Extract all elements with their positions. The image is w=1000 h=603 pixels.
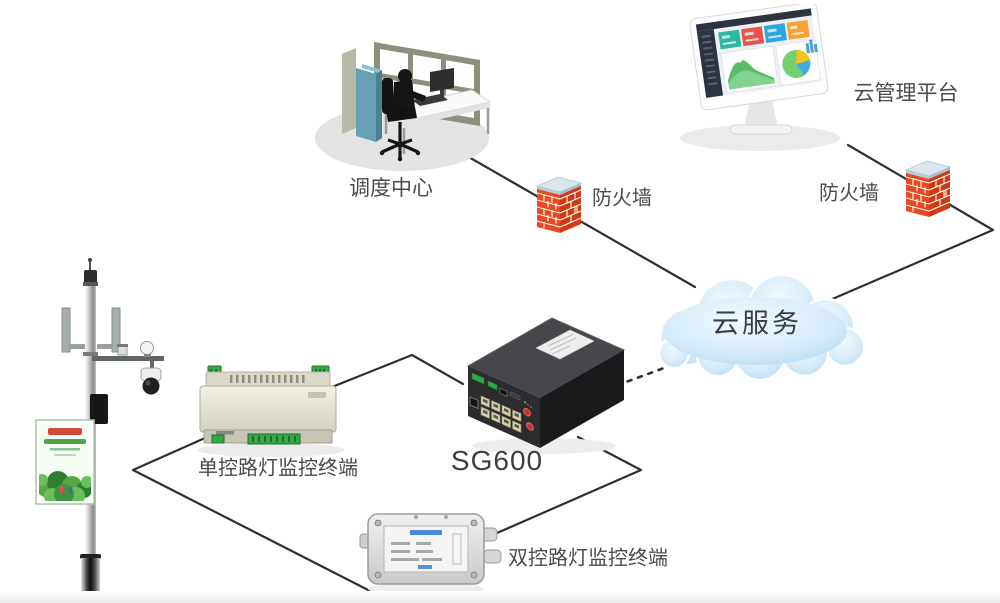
dispatch-center-label: 调度中心	[349, 177, 433, 200]
cloud-platform-label: 云管理平台	[853, 82, 959, 105]
connector-gateway-single-terminal	[315, 353, 465, 395]
smart-pole-illustration	[24, 256, 174, 603]
gateway-device-illustration	[452, 300, 632, 455]
dispatch-center-illustration	[312, 16, 492, 178]
firewall-left-label: 防火墙	[592, 187, 652, 210]
connector-platform-cloud	[828, 143, 995, 302]
cloud-service-icon	[640, 265, 870, 380]
gateway-model-label: SG600	[450, 445, 544, 476]
cloud-service-label: 云服务	[712, 308, 802, 339]
dual-terminal-device-illustration	[358, 502, 503, 597]
cloud-platform-monitor-illustration	[680, 4, 845, 154]
single-terminal-label: 单控路灯监控终端	[198, 457, 358, 480]
dual-terminal-label: 双控路灯监控终端	[508, 547, 668, 570]
single-terminal-device-illustration	[186, 360, 356, 460]
connector-pole-terminals	[131, 436, 378, 596]
firewall-left-icon	[534, 167, 584, 235]
firewall-right-label: 防火墙	[819, 182, 879, 205]
firewall-right-icon	[903, 151, 953, 219]
floor-shading	[0, 591, 1000, 603]
